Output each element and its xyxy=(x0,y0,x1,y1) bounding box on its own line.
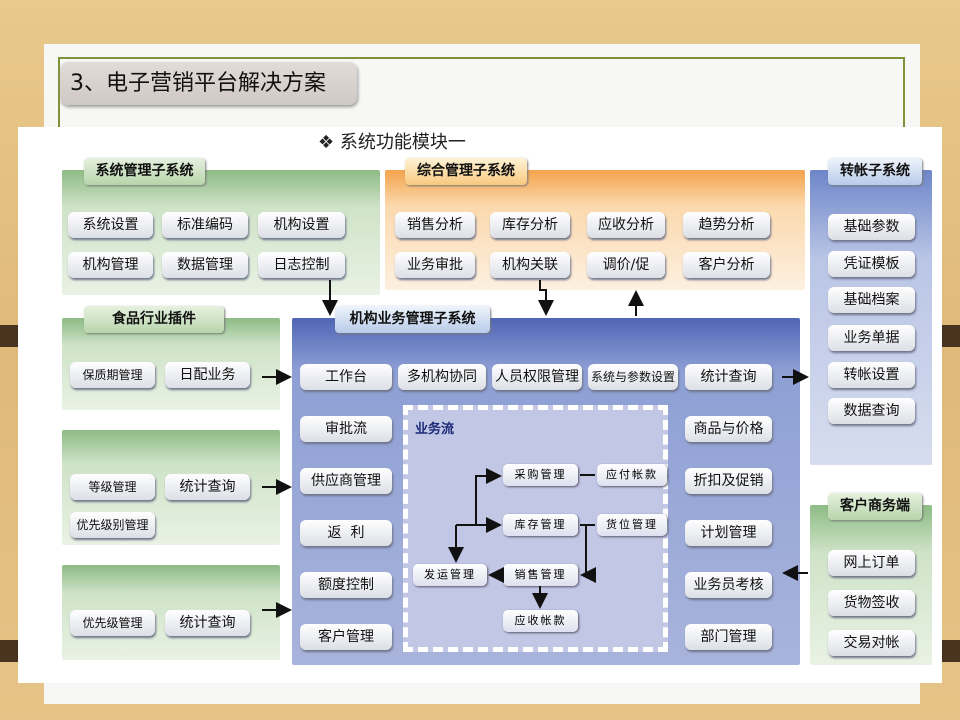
btn-business-docs[interactable]: 业务单据 xyxy=(828,325,915,351)
flow-payable[interactable]: 应付帐款 xyxy=(597,464,667,486)
flow-shipping[interactable]: 发运管理 xyxy=(413,564,487,586)
food-plugin-label: 食品行业插件 xyxy=(84,306,224,333)
diagram-subtitle: ❖ 系统功能模块一 xyxy=(318,132,466,153)
flow-inventory[interactable]: 库存管理 xyxy=(503,514,578,536)
btn-approval-flow[interactable]: 审批流 xyxy=(300,416,392,442)
org-business-label: 机构业务管理子系统 xyxy=(335,306,490,333)
slide-title: 3、电子营销平台解决方案 xyxy=(60,62,357,105)
customer-label: 客户商务端 xyxy=(828,493,922,520)
business-flow-label: 业务流 xyxy=(415,422,455,437)
arrow-flow-to-purchase xyxy=(475,468,502,525)
btn-org-link[interactable]: 机构关联 xyxy=(490,252,570,278)
btn-data-mgmt[interactable]: 数据管理 xyxy=(162,252,248,278)
btn-system-settings[interactable]: 系统设置 xyxy=(68,212,153,238)
arrow-integrated-to-org xyxy=(538,280,554,316)
btn-customer-analysis[interactable]: 客户分析 xyxy=(683,252,770,278)
btn-plan-mgmt[interactable]: 计划管理 xyxy=(685,520,772,546)
btn-system-params[interactable]: 系统与参数设置 xyxy=(588,364,678,390)
btn-reconcile[interactable]: 交易对帐 xyxy=(828,630,915,656)
btn-org-stats[interactable]: 统计查询 xyxy=(685,364,772,390)
btn-org-settings[interactable]: 机构设置 xyxy=(258,212,345,238)
btn-priority-mgmt[interactable]: 优先级管理 xyxy=(70,610,155,636)
btn-stats-query[interactable]: 统计查询 xyxy=(165,474,250,500)
btn-supplier-mgmt[interactable]: 供应商管理 xyxy=(300,468,392,494)
btn-rebate[interactable]: 返 利 xyxy=(300,520,392,546)
btn-multi-org[interactable]: 多机构协同 xyxy=(398,364,486,390)
flow-location[interactable]: 货位管理 xyxy=(597,514,667,536)
btn-sales-rep-eval[interactable]: 业务员考核 xyxy=(685,572,772,598)
integrated-mgmt-label: 综合管理子系统 xyxy=(405,158,527,185)
btn-sales-analysis[interactable]: 销售分析 xyxy=(395,212,475,238)
btn-receivable-analysis[interactable]: 应收分析 xyxy=(587,212,665,238)
btn-transfer-settings[interactable]: 转帐设置 xyxy=(828,362,915,388)
btn-trend-analysis[interactable]: 趋势分析 xyxy=(683,212,770,238)
btn-stats-query-2[interactable]: 统计查询 xyxy=(165,610,250,636)
btn-grade-mgmt[interactable]: 等级管理 xyxy=(70,474,155,500)
btn-daily-business[interactable]: 日配业务 xyxy=(165,362,250,388)
btn-voucher-template[interactable]: 凭证模板 xyxy=(828,251,915,277)
btn-business-approval[interactable]: 业务审批 xyxy=(395,252,475,278)
btn-priority-level-mgmt[interactable]: 优先级别管理 xyxy=(70,512,155,538)
flow-purchase[interactable]: 采购管理 xyxy=(503,464,578,486)
btn-standard-codes[interactable]: 标准编码 xyxy=(162,212,248,238)
btn-credit-control[interactable]: 额度控制 xyxy=(300,572,392,598)
btn-inventory-analysis[interactable]: 库存分析 xyxy=(490,212,570,238)
btn-shelf-life[interactable]: 保质期管理 xyxy=(70,362,155,388)
btn-goods-price[interactable]: 商品与价格 xyxy=(685,416,772,442)
system-mgmt-label: 系统管理子系统 xyxy=(84,158,205,185)
arrow-location-to-sales xyxy=(580,526,596,583)
flow-receivable[interactable]: 应收帐款 xyxy=(503,610,578,632)
btn-discount-promo[interactable]: 折扣及促销 xyxy=(685,468,772,494)
btn-basic-params[interactable]: 基础参数 xyxy=(828,214,915,240)
bidirectional-links xyxy=(580,474,595,526)
btn-permissions[interactable]: 人员权限管理 xyxy=(492,364,582,390)
flow-sales[interactable]: 销售管理 xyxy=(503,564,578,586)
btn-log-control[interactable]: 日志控制 xyxy=(258,252,345,278)
btn-org-mgmt[interactable]: 机构管理 xyxy=(68,252,153,278)
btn-online-order[interactable]: 网上订单 xyxy=(828,550,915,576)
transfer-label: 转帐子系统 xyxy=(828,158,922,185)
btn-data-query[interactable]: 数据查询 xyxy=(828,398,915,424)
btn-customer-mgmt[interactable]: 客户管理 xyxy=(300,624,392,650)
btn-basic-archive[interactable]: 基础档案 xyxy=(828,287,915,313)
btn-goods-receipt[interactable]: 货物签收 xyxy=(828,590,915,616)
btn-dept-mgmt[interactable]: 部门管理 xyxy=(685,624,772,650)
btn-workbench[interactable]: 工作台 xyxy=(300,364,392,390)
btn-price-promo[interactable]: 调价/促 xyxy=(587,252,665,278)
